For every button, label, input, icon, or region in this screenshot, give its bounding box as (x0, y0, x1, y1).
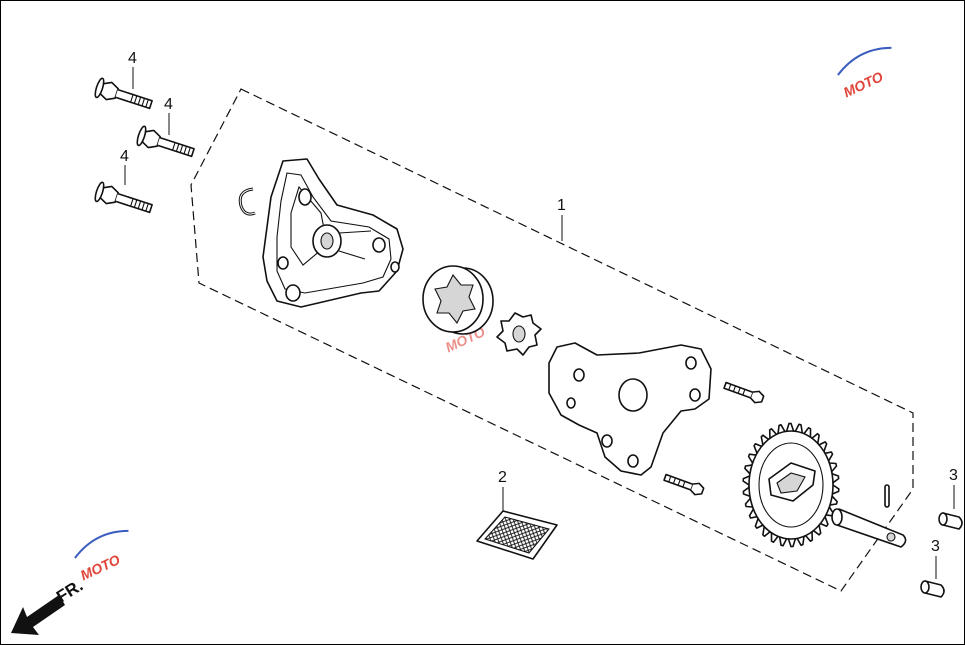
watermark-top-right: MOTO (837, 46, 892, 100)
pump-body-part (262, 158, 404, 308)
callout-number: 3 (931, 538, 940, 555)
callout-number: 3 (949, 467, 958, 484)
outer-rotor-part (422, 265, 494, 335)
bolt-part-b: 4 (134, 96, 197, 163)
watermark-text: MOTO (841, 68, 886, 100)
assembly-boundary (190, 88, 914, 592)
watermark-text: MOTO (78, 551, 123, 583)
callout-number: 4 (120, 148, 129, 165)
inner-rotor-part (496, 312, 542, 356)
dowel-pin-a: 3 (938, 467, 963, 530)
callout-number: 4 (164, 96, 173, 113)
front-direction-indicator: FR. (11, 576, 86, 635)
screw-part-lower (663, 473, 705, 496)
callout-assembly: 1 (557, 197, 566, 241)
dowel-pin-b: 3 (920, 538, 945, 598)
pump-cover-part (548, 342, 712, 476)
circlip-part (238, 187, 256, 216)
bolt-part-c: 4 (92, 148, 155, 219)
shaft-part (831, 508, 907, 548)
drive-gear-part (742, 422, 840, 548)
watermark-bottom-left: MOTO (74, 529, 129, 583)
bolt-part-a: 4 (92, 50, 155, 115)
oil-strainer-part: 2 (476, 469, 558, 560)
callout-number: 4 (128, 50, 137, 67)
callout-number: 1 (557, 197, 566, 214)
arrow-down-left-icon (11, 595, 65, 635)
dowel-pin-small (884, 484, 890, 508)
screw-part-upper (723, 381, 765, 404)
callout-number: 2 (498, 469, 507, 486)
